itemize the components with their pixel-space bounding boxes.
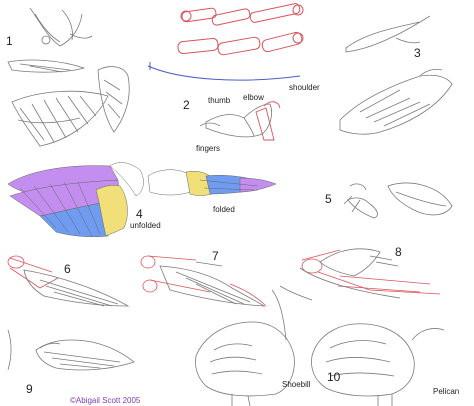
step-10-shoebill — [195, 285, 313, 406]
step-number-2: 2 — [183, 98, 190, 112]
step-number-8: 8 — [395, 245, 402, 259]
step-number-9: 9 — [26, 382, 33, 396]
step-3-wing-outlines — [339, 15, 453, 135]
step-9-folded-wing — [7, 329, 135, 371]
step-number-3: 3 — [414, 46, 421, 60]
step-8-wing-construction — [299, 248, 441, 299]
step-4-folded-wing — [147, 169, 277, 196]
step-number-6: 6 — [64, 262, 71, 276]
label-folded: folded — [213, 205, 235, 214]
label-thumb: thumb — [208, 96, 231, 105]
label-unfolded: unfolded — [130, 221, 161, 230]
label-fingers: fingers — [196, 144, 221, 153]
step-10-pelican — [311, 323, 445, 406]
step-4-unfolded-wing — [7, 162, 144, 238]
step-1-wing-sketches — [7, 7, 130, 147]
step-number-4: 4 — [136, 207, 143, 221]
step-5-folding-sketch — [343, 182, 453, 219]
step-number-5: 5 — [325, 192, 332, 206]
label-pelican: Pelican — [433, 387, 460, 396]
step-2-arm-construction — [147, 3, 304, 141]
label-shoebill: Shoebill — [282, 380, 311, 389]
artist-credit: ©Abigail Scott 2005 — [70, 396, 141, 405]
step-number-7: 7 — [212, 249, 219, 263]
step-6-wing-construction — [7, 255, 130, 307]
step-number-10: 10 — [327, 370, 341, 384]
step-7-wing-construction — [140, 255, 267, 307]
label-shoulder: shoulder — [289, 83, 320, 92]
step-number-1: 1 — [6, 34, 13, 48]
label-elbow: elbow — [243, 93, 264, 102]
